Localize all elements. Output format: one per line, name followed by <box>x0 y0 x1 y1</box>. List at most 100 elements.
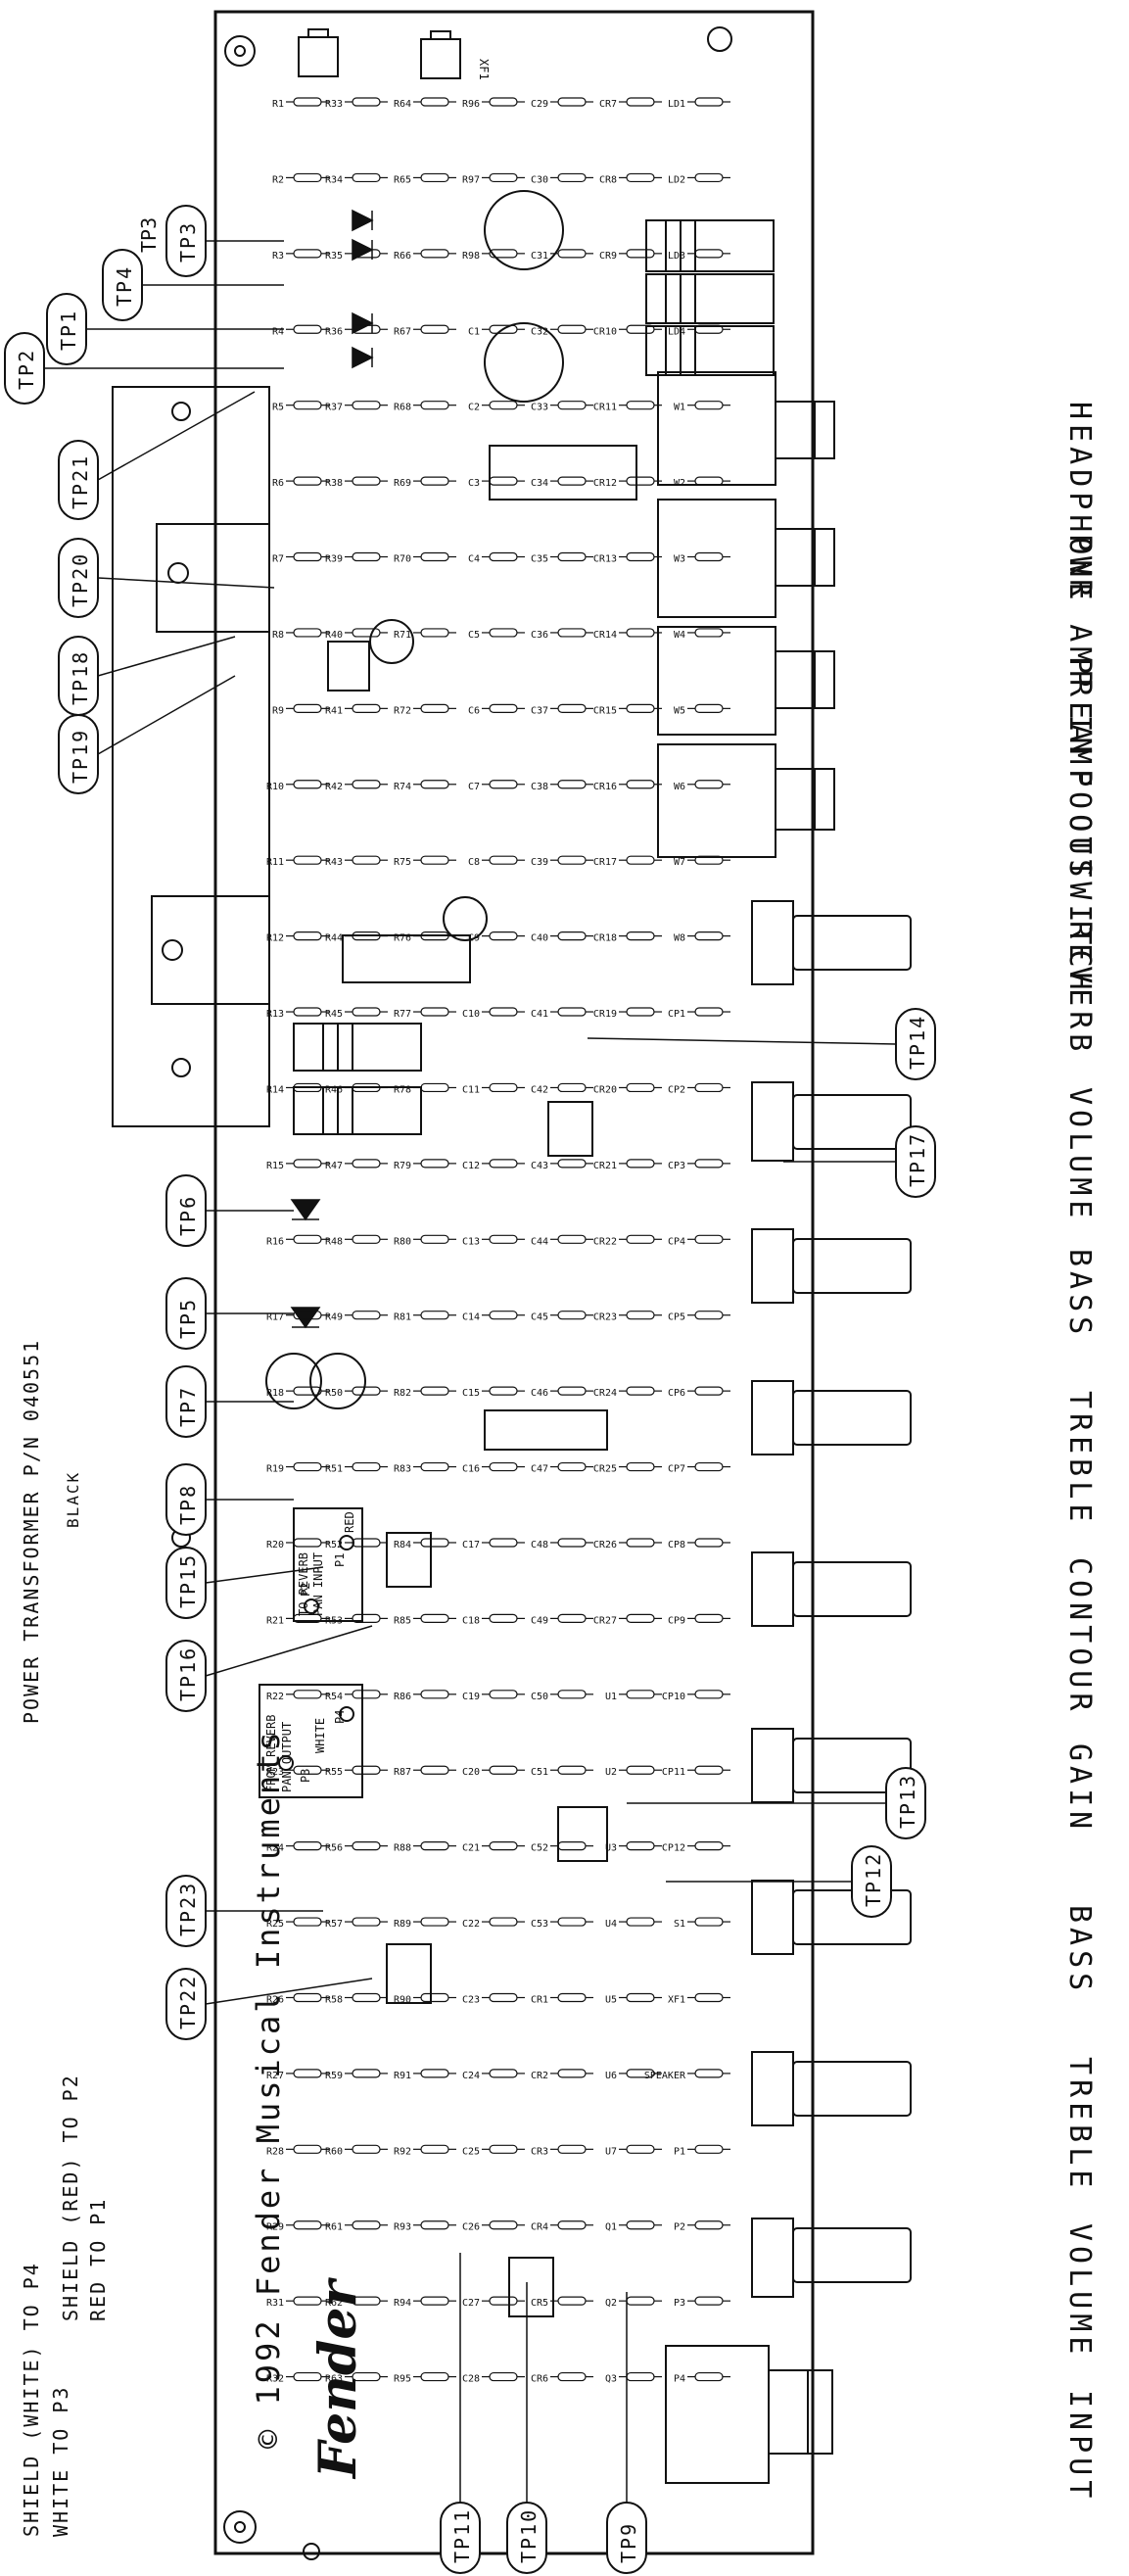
part-label: C16 <box>462 1464 480 1475</box>
part-cp6: CP6 <box>668 1386 730 1399</box>
part-label: R7 <box>272 554 284 565</box>
part-cr17: CR17 <box>593 855 662 868</box>
part-label: U3 <box>605 1843 617 1854</box>
part-r38: R38 <box>325 476 388 489</box>
part-r89: R89 <box>394 1917 456 1930</box>
part-label: C15 <box>462 1388 480 1399</box>
part-label: R34 <box>325 174 343 185</box>
part-label: C24 <box>462 2071 480 2081</box>
part-label: CR13 <box>593 554 617 565</box>
part-label: CR9 <box>599 251 617 262</box>
part-label: R4 <box>272 326 284 337</box>
part-label: C32 <box>531 326 548 337</box>
part-r37: R37 <box>325 401 388 413</box>
part-c3: C3 <box>468 476 525 489</box>
part-r35: R35 <box>325 249 388 262</box>
part-label: C29 <box>531 99 548 110</box>
part-label: R48 <box>325 1236 343 1247</box>
part-label: C40 <box>531 933 548 944</box>
part-label: LD1 <box>668 99 685 110</box>
part-label: R26 <box>266 1994 284 2005</box>
part-c14: C14 <box>462 1311 525 1323</box>
part-label: R53 <box>325 1615 343 1626</box>
tp-label: TP3 <box>137 217 161 253</box>
part-label: R31 <box>266 2298 284 2309</box>
part-cp9: CP9 <box>668 1613 730 1626</box>
part-label: CR23 <box>593 1312 617 1323</box>
part-label: R13 <box>266 1009 284 1020</box>
part-r7: R7 <box>272 551 329 565</box>
part-label: R90 <box>394 1994 411 2005</box>
part-r97: R97 <box>462 172 525 185</box>
part-label: R92 <box>394 2146 411 2157</box>
part-label: U6 <box>605 2071 617 2081</box>
part-label: R64 <box>394 99 411 110</box>
part-r21: R21 <box>266 1613 329 1626</box>
part-label: R22 <box>266 1692 284 1702</box>
part-label: R6 <box>272 478 284 489</box>
part-label: R61 <box>325 2222 343 2233</box>
part-r83: R83 <box>394 1461 456 1475</box>
part-label: CR4 <box>531 2222 548 2233</box>
part-label: C7 <box>468 782 480 792</box>
part-r18: R18 <box>266 1386 329 1399</box>
part-r16: R16 <box>266 1234 329 1247</box>
integrated-circuits <box>327 641 608 2317</box>
part-r45: R45 <box>325 1007 388 1020</box>
part-label: R88 <box>394 1843 411 1854</box>
part-r59: R59 <box>325 2069 388 2081</box>
part-label: C19 <box>462 1692 480 1702</box>
part-label: R79 <box>394 1161 411 1171</box>
part-w6: W6 <box>674 780 730 792</box>
part-label: R87 <box>394 1767 411 1778</box>
part-cp12: CP12 <box>662 1841 730 1854</box>
part-label: R46 <box>325 1084 343 1095</box>
part-r9: R9 <box>272 703 329 716</box>
part-label: R49 <box>325 1312 343 1323</box>
part-label: CP12 <box>662 1843 685 1854</box>
part-label: C47 <box>531 1464 548 1475</box>
part-cr16: CR16 <box>593 780 662 792</box>
part-r31: R31 <box>266 2296 329 2309</box>
part-r4: R4 <box>272 324 329 337</box>
part-label: C11 <box>462 1084 480 1095</box>
part-r36: R36 <box>325 324 388 337</box>
part-label: C27 <box>462 2298 480 2309</box>
part-u4: U4 <box>605 1917 662 1930</box>
part-c26: C26 <box>462 2220 525 2233</box>
part-r34: R34 <box>325 172 388 185</box>
part-q3: Q3 <box>605 2371 662 2385</box>
part-c31: C31 <box>531 249 593 262</box>
part-label: R57 <box>325 1919 343 1930</box>
part-r61: R61 <box>325 2220 388 2233</box>
part-label: R10 <box>266 782 284 792</box>
power-resistors <box>293 219 775 1135</box>
part-label: R75 <box>394 857 411 868</box>
part-c34: C34 <box>531 476 593 489</box>
part-r39: R39 <box>325 551 388 565</box>
part-label: R67 <box>394 326 411 337</box>
part-r6: R6 <box>272 476 329 489</box>
part-r2: R2 <box>272 172 329 185</box>
part-label: R63 <box>325 2374 343 2385</box>
part-r71: R71 <box>394 628 456 641</box>
part-r44: R44 <box>325 931 388 944</box>
part-label: R14 <box>266 1084 284 1095</box>
part-label: CR24 <box>593 1388 617 1399</box>
part-r47: R47 <box>325 1159 388 1171</box>
part-label: R27 <box>266 2071 284 2081</box>
part-ld1: LD1 <box>668 97 730 110</box>
part-label: C31 <box>531 251 548 262</box>
part-r1: R1 <box>272 97 329 110</box>
part-label: R71 <box>394 630 411 641</box>
part-c29: C29 <box>531 97 593 110</box>
part-r93: R93 <box>394 2220 456 2233</box>
part-c40: C40 <box>531 931 593 944</box>
part-c50: C50 <box>531 1690 593 1702</box>
part-label: R77 <box>394 1009 411 1020</box>
part-label: R85 <box>394 1615 411 1626</box>
part-label: C1 <box>468 326 480 337</box>
part-label: S1 <box>674 1919 685 1930</box>
part-label: R62 <box>325 2298 343 2309</box>
part-cr5: CR5 <box>531 2296 593 2309</box>
